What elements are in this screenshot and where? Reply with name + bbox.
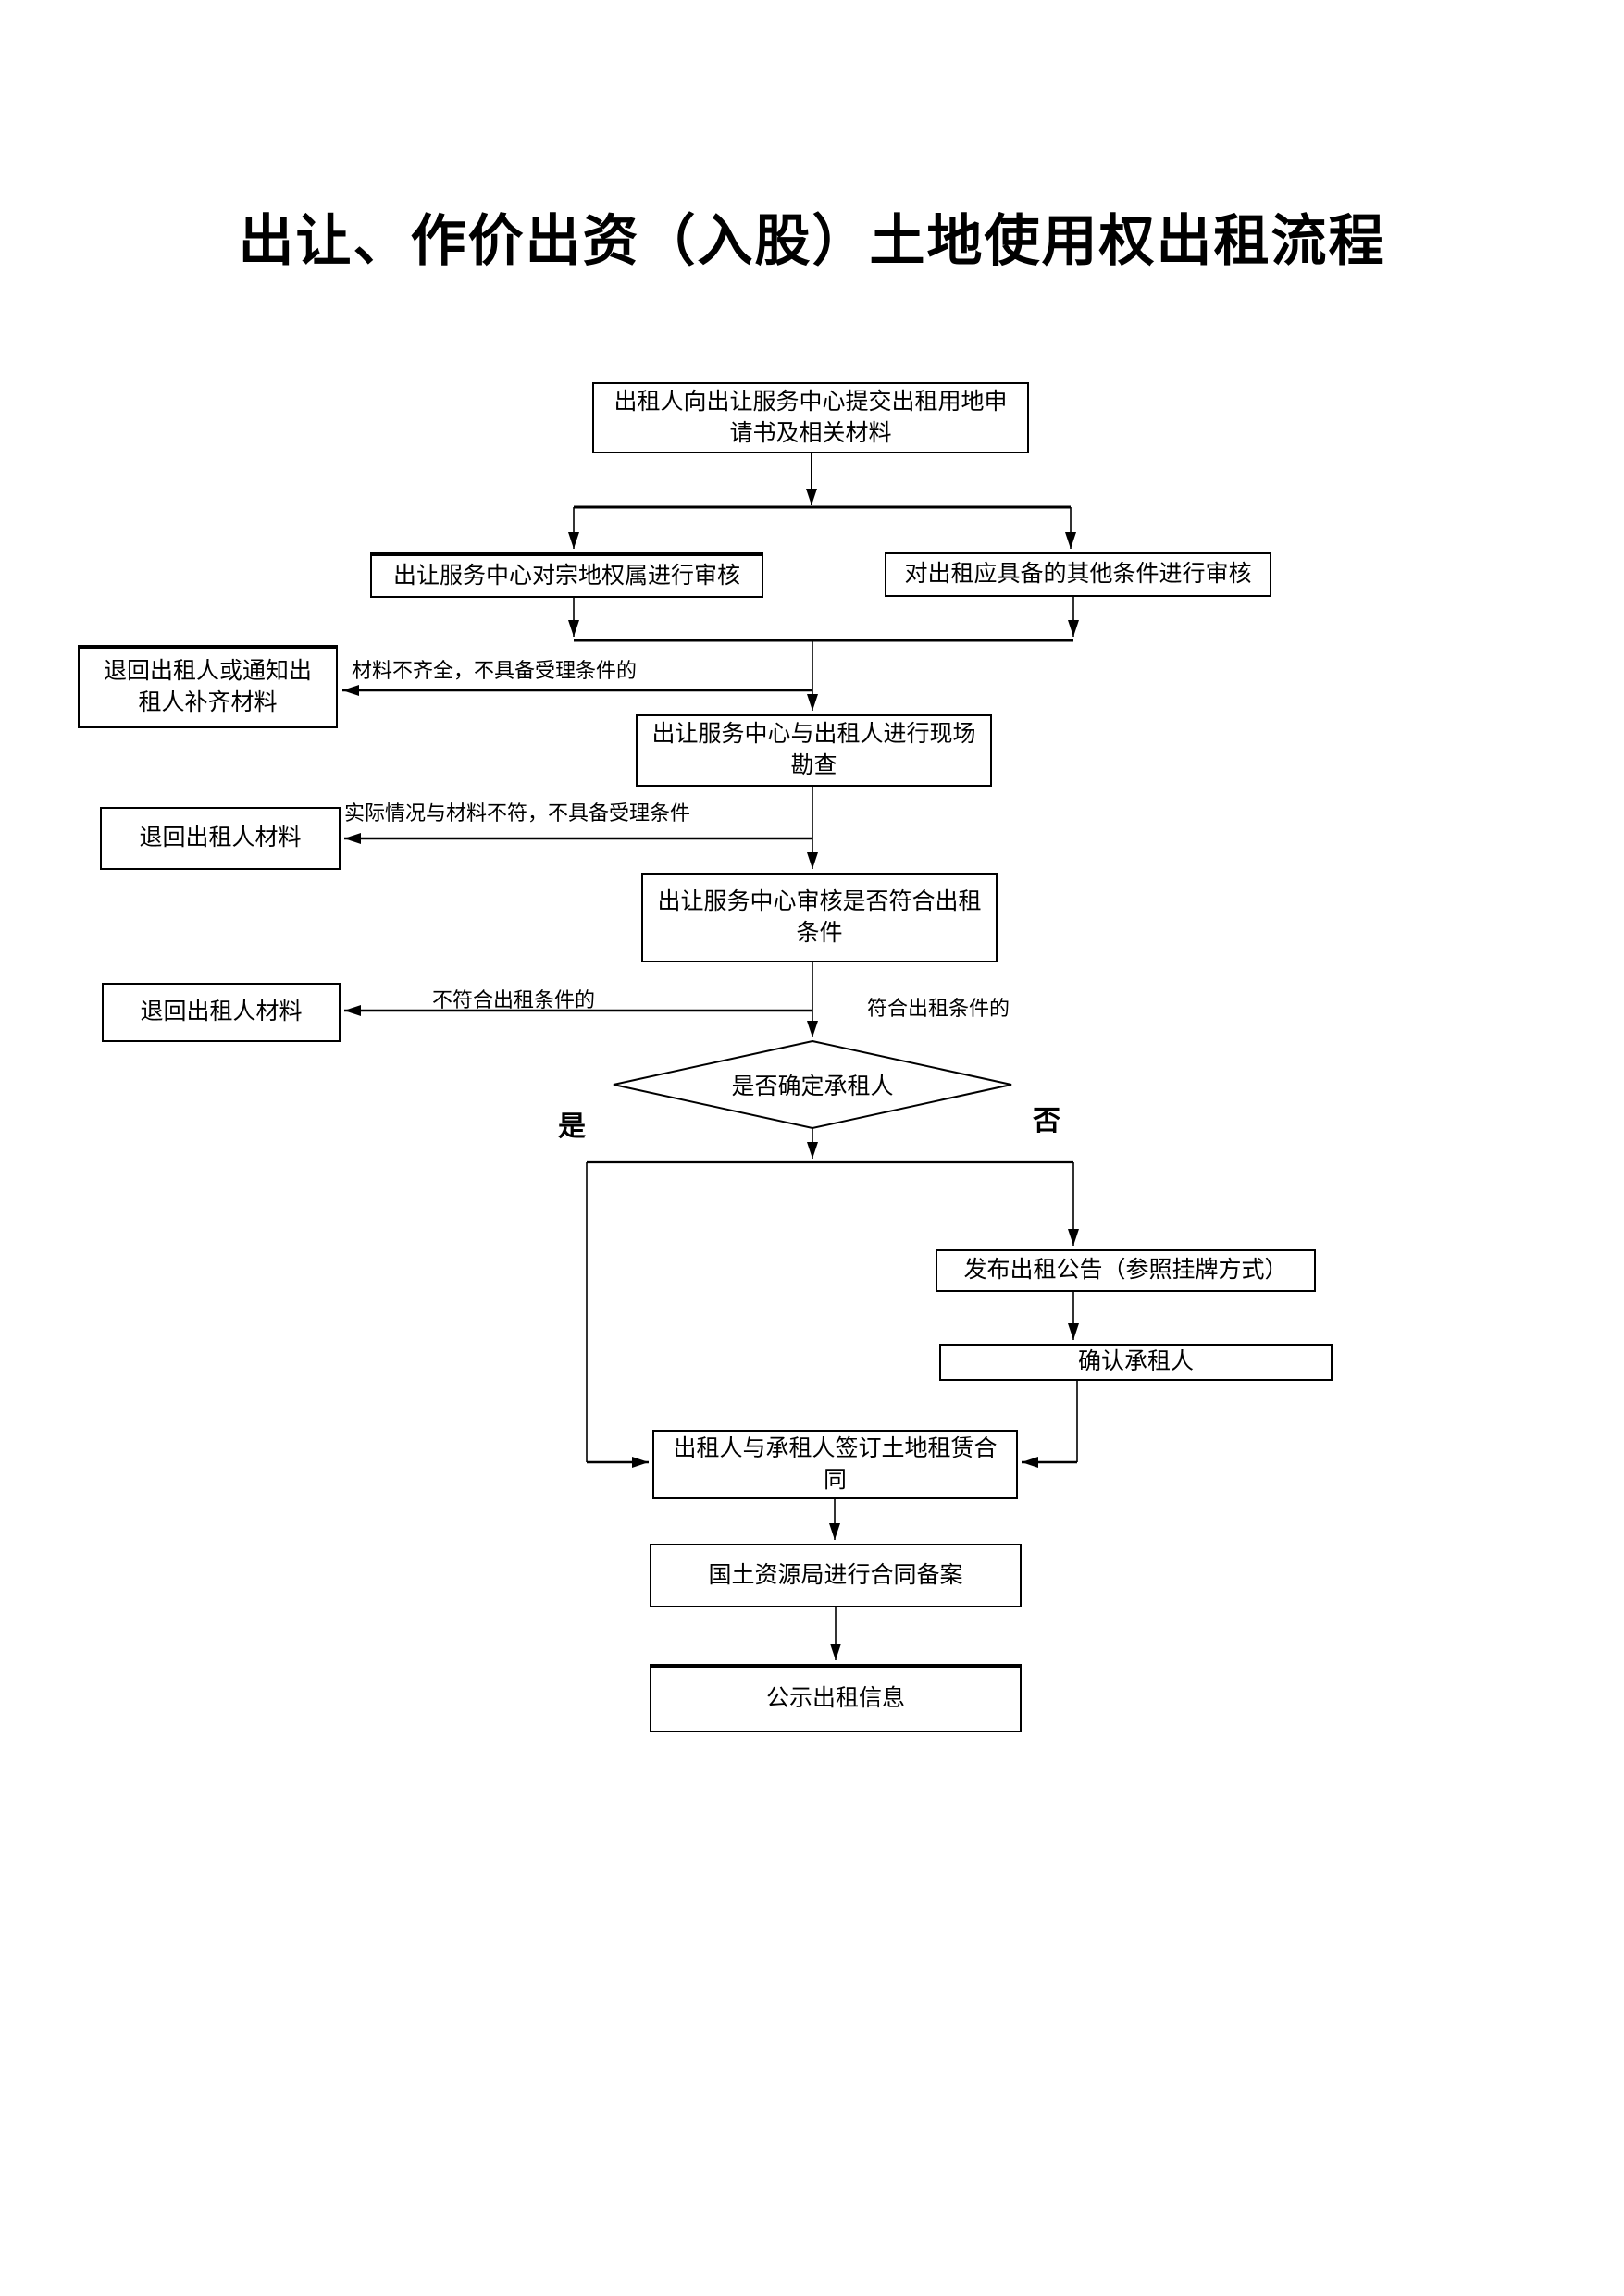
node-decision-lessee: 是否确定承租人 [731, 1074, 894, 1099]
label-no: 否 [1033, 1106, 1060, 1136]
node-confirm-lessee: 确认承租人 [939, 1344, 1333, 1381]
node-site-survey: 出让服务中心与出租人进行现场勘查 [636, 714, 992, 787]
node-review-other: 对出租应具备的其他条件进行审核 [885, 552, 1271, 597]
node-return-materials-2: 退回出租人材料 [102, 983, 341, 1042]
label-qualified: 符合出租条件的 [867, 997, 1010, 1020]
node-return-materials-1: 退回出租人材料 [100, 807, 341, 870]
node-publish-notice: 发布出租公告（参照挂牌方式） [936, 1249, 1316, 1292]
node-publicize-info: 公示出租信息 [650, 1664, 1022, 1732]
page-title: 出让、作价出资（入股）土地使用权出租流程 [238, 210, 1386, 272]
label-yes: 是 [558, 1111, 586, 1142]
node-apply: 出租人向出让服务中心提交出租用地申请书及相关材料 [592, 382, 1029, 453]
label-materials-mismatch: 实际情况与材料不符，不具备受理条件 [344, 801, 691, 825]
node-sign-contract: 出租人与承租人签订土地租赁合同 [652, 1430, 1018, 1499]
node-return-notify: 退回出租人或通知出租人补齐材料 [78, 645, 338, 728]
connector-lines [342, 453, 1079, 1660]
node-review-conditions: 出让服务中心审核是否符合出租条件 [641, 873, 998, 962]
label-incomplete-materials: 材料不齐全，不具备受理条件的 [352, 659, 638, 682]
node-contract-filing: 国土资源局进行合同备案 [650, 1544, 1022, 1607]
node-review-parcel: 出让服务中心对宗地权属进行审核 [370, 552, 763, 598]
label-not-qualified: 不符合出租条件的 [432, 988, 596, 1011]
